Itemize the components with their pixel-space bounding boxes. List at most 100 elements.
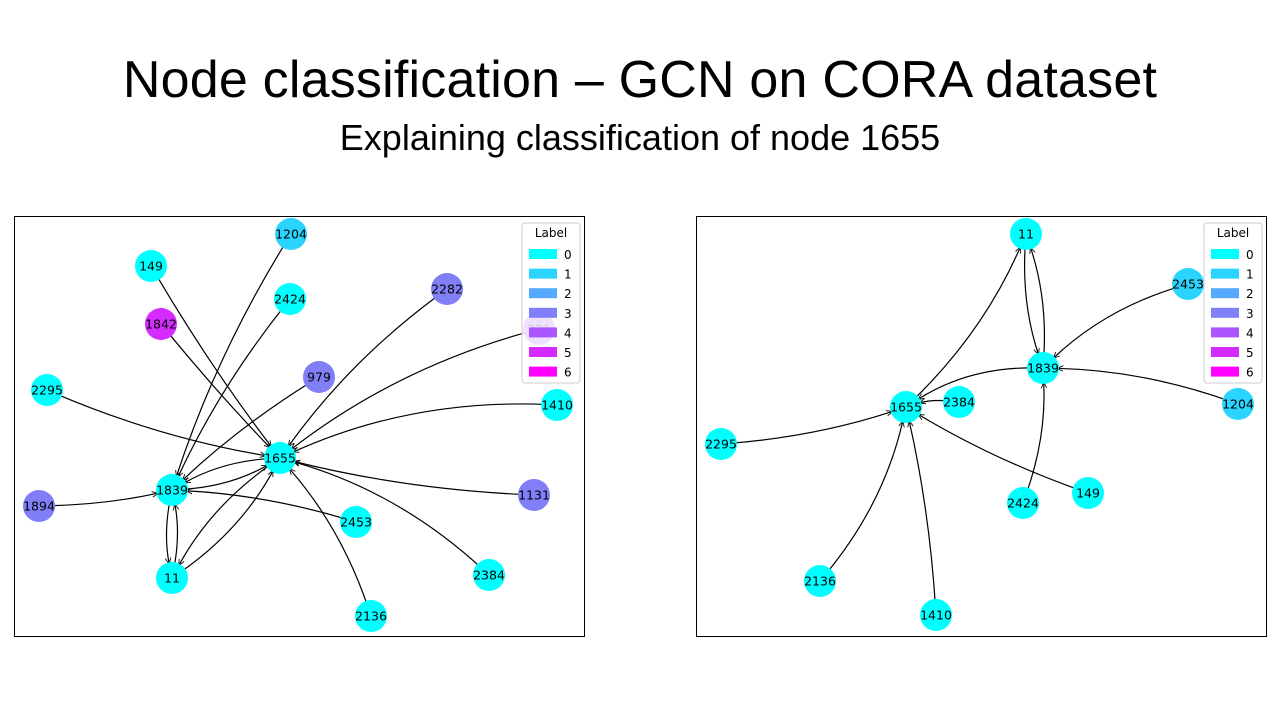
legend-swatch-0: [529, 249, 557, 259]
legend-label-1: 1: [1246, 268, 1254, 282]
node-2136-circle: [355, 600, 387, 632]
node-2424-label: 2424: [1007, 496, 1039, 511]
node-11-circle: [1010, 218, 1042, 250]
edge-2295-to-1655: [54, 392, 266, 456]
legend-swatch-1: [1211, 268, 1239, 279]
edge-2453-to-1839: [186, 491, 349, 521]
node-149[interactable]: 149: [1072, 477, 1104, 509]
edge-2295-to-1655: [728, 411, 893, 444]
legend-swatch-6: [529, 366, 557, 377]
legend-swatch-5: [529, 347, 557, 357]
node-2136[interactable]: 2136: [355, 600, 387, 632]
node-layer: 1655 1839 11 1204 149 2424 2282 1842 979 2295 1410…: [23, 218, 573, 632]
node-1839[interactable]: 1839: [156, 474, 188, 506]
node-1839[interactable]: 1839: [1027, 352, 1059, 384]
edge-11-to-1839: [1023, 241, 1039, 355]
node-1410[interactable]: 1410: [541, 389, 573, 421]
node-1655-circle: [264, 442, 296, 474]
node-1131-circle: [518, 479, 550, 511]
edge-2384-to-1655: [293, 462, 484, 571]
node-1894-label: 1894: [23, 499, 55, 514]
node-2295-circle: [705, 428, 737, 460]
node-1204[interactable]: 1204: [1222, 388, 1254, 420]
node-1410-circle: [920, 599, 952, 631]
edge-1204-to-1839: [1057, 368, 1231, 402]
node-2136-circle: [804, 565, 836, 597]
node-149-label: 149: [1076, 486, 1100, 501]
edge-2136-to-1655: [289, 469, 370, 609]
node-11[interactable]: 11: [1010, 218, 1042, 250]
legend-label-0: 0: [564, 248, 572, 262]
node-1839-label: 1839: [1027, 361, 1059, 376]
node-2282-label: 2282: [431, 282, 463, 297]
legend-swatch-3: [529, 307, 557, 318]
node-2453[interactable]: 2453: [340, 506, 372, 538]
node-979[interactable]: 979: [303, 361, 335, 393]
node-1655-circle: [890, 391, 922, 423]
legend-label-1: 1: [564, 268, 572, 282]
legend-swatch-3: [1211, 307, 1239, 318]
node-1842-circle: [145, 308, 177, 340]
node-2384[interactable]: 2384: [473, 559, 505, 591]
graph-canvas-left: 1655 1839 11 1204 149 2424 2282 1842 979 2295 1410…: [14, 216, 585, 637]
edge-1204-to-1839: [176, 240, 288, 477]
node-2295[interactable]: 2295: [31, 374, 63, 406]
legend-swatch-2: [529, 288, 557, 299]
node-1839-circle: [156, 474, 188, 506]
node-149-circle: [135, 250, 167, 282]
node-11[interactable]: 11: [156, 562, 188, 594]
edge-1655-to-1839: [184, 457, 273, 484]
node-2424[interactable]: 2424: [274, 283, 306, 315]
node-2295-circle: [31, 374, 63, 406]
legend-label-5: 5: [564, 346, 572, 360]
node-1131[interactable]: 1131: [518, 479, 550, 511]
edge-1842-to-1655: [165, 329, 270, 448]
node-1655[interactable]: 1655: [264, 442, 296, 474]
node-11-circle: [156, 562, 188, 594]
edge-1839-to-1655: [918, 367, 1036, 400]
node-2453-circle: [340, 506, 372, 538]
node-1839-circle: [1027, 352, 1059, 384]
node-1204[interactable]: 1204: [275, 218, 307, 250]
legend-label-4: 4: [1246, 326, 1254, 340]
node-1839-label: 1839: [156, 483, 188, 498]
node-1894[interactable]: 1894: [23, 490, 55, 522]
edge-1839-to-1655: [179, 464, 268, 491]
node-2136[interactable]: 2136: [804, 565, 836, 597]
legend-box: [1203, 222, 1263, 384]
legend-label-2: 2: [1246, 287, 1254, 301]
node-1410[interactable]: 1410: [920, 599, 952, 631]
edge-1410-to-1655: [293, 403, 550, 453]
legend-label-6: 6: [1246, 366, 1254, 380]
legend-swatch-2: [1211, 288, 1239, 299]
legend-label-2: 2: [564, 287, 572, 301]
legend-label-0: 0: [1246, 248, 1254, 262]
edge-1410-to-1655: [909, 421, 937, 608]
node-2453[interactable]: 2453: [1172, 268, 1204, 300]
node-1842[interactable]: 1842: [145, 308, 177, 340]
node-1655[interactable]: 1655: [890, 391, 922, 423]
edge-1839-to-11: [1030, 247, 1046, 361]
slide-title: Node classification – GCN on CORA datase…: [122, 51, 1158, 109]
edge-2424-to-1839: [177, 304, 286, 477]
node-2295[interactable]: 2295: [705, 428, 737, 460]
node-2384[interactable]: 2384: [943, 386, 975, 418]
node-1204-label: 1204: [1222, 397, 1254, 412]
node-979-label: 979: [307, 370, 331, 385]
node-1204-label: 1204: [275, 227, 307, 242]
node-1131-label: 1131: [518, 488, 550, 503]
edge-1655-to-11: [178, 462, 274, 566]
edge-979-to-1839: [182, 380, 313, 480]
node-149-circle: [1072, 477, 1104, 509]
plot-frame: [14, 216, 585, 637]
node-1894-circle: [23, 490, 55, 522]
node-2424[interactable]: 2424: [1007, 487, 1039, 519]
node-2282[interactable]: 2282: [431, 273, 463, 305]
node-149[interactable]: 149: [135, 250, 167, 282]
legend-swatch-5: [1211, 347, 1239, 357]
edge-layer: [728, 241, 1231, 608]
edge-149-to-1655: [154, 272, 271, 447]
node-2282-circle: [431, 273, 463, 305]
